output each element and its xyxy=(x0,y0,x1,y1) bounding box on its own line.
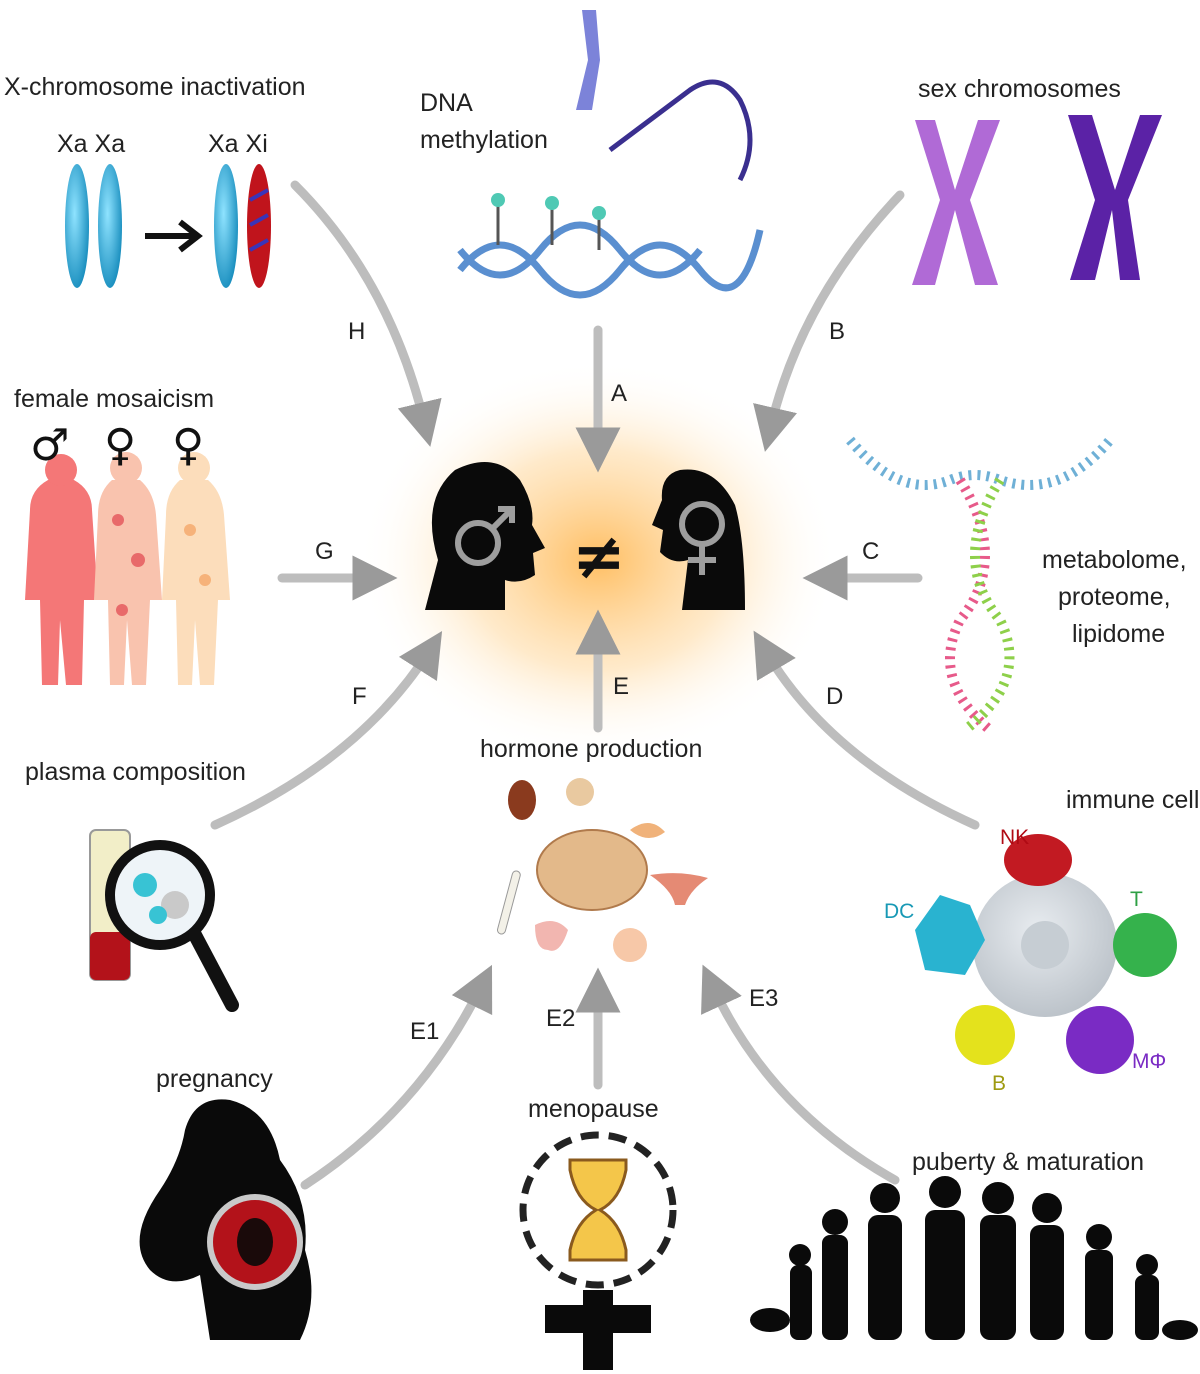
female-cross-horizontal xyxy=(545,1305,651,1333)
female-symbol-cross xyxy=(688,544,716,575)
immune-title: immune cells xyxy=(1066,786,1200,814)
arrow-label-g: G xyxy=(315,538,334,565)
hourglass-icon xyxy=(568,1158,628,1262)
arrow-b xyxy=(753,190,905,452)
xa-xa-label: Xa Xa xyxy=(57,130,126,158)
kidney xyxy=(508,780,536,820)
breast xyxy=(613,928,647,962)
omics-line3: lipidome xyxy=(1072,620,1166,648)
arrow-label-a: A xyxy=(611,380,628,407)
menopause-title: menopause xyxy=(528,1095,659,1123)
pancreas xyxy=(630,822,665,839)
arrow-label-c: C xyxy=(862,538,880,565)
sex-chromosomes-title: sex chromosomes xyxy=(918,75,1121,103)
pregnancy-title: pregnancy xyxy=(156,1065,273,1093)
male-head-silhouette xyxy=(425,462,545,610)
hormone-title: hormone production xyxy=(480,735,703,763)
not-equal-sign: ≠ xyxy=(572,520,626,594)
uterus xyxy=(650,873,708,905)
dna-methylation-illustration xyxy=(457,10,764,299)
fetus xyxy=(237,1218,273,1266)
male-symbol-arrow xyxy=(489,506,515,532)
magnifier-lens xyxy=(105,840,215,950)
mosaic-female-symbol-1: ♀ xyxy=(104,420,137,471)
b-label: B xyxy=(992,1072,1007,1095)
female-mosaicism-illustration xyxy=(25,452,230,685)
puberty-illustration xyxy=(750,1176,1198,1340)
bone xyxy=(496,870,521,935)
x-inactivation-illustration xyxy=(65,164,271,288)
omics-line2: proteome, xyxy=(1058,583,1171,611)
x-inactivation-title: X-chromosome inactivation xyxy=(4,73,306,101)
arrow-label-f: F xyxy=(352,683,367,710)
arrow-label-e: E xyxy=(613,673,630,700)
mosaic-female-symbol-2: ♀ xyxy=(172,420,205,471)
female-figure-1 xyxy=(94,480,162,685)
arrow-label-e3: E3 xyxy=(749,985,779,1012)
magnifier-handle xyxy=(188,928,239,1012)
t-cell xyxy=(1113,913,1177,977)
arrow-label-d: D xyxy=(826,683,844,710)
dna-methylation-title-line1: DNA xyxy=(420,89,473,117)
omics-line1: metabolome, xyxy=(1042,546,1187,574)
male-symbol-circle xyxy=(455,520,501,566)
thyroid xyxy=(535,921,568,951)
dashed-ring xyxy=(519,1131,677,1289)
pregnancy-illustration xyxy=(139,1099,312,1340)
macrophage-cell xyxy=(1066,1006,1134,1074)
b-cell xyxy=(955,1005,1015,1065)
plasma-illustration xyxy=(89,829,239,1012)
brain xyxy=(536,829,648,911)
arrow-label-e1: E1 xyxy=(410,1018,440,1045)
arrow-e1 xyxy=(300,964,493,1190)
t-label: T xyxy=(1130,888,1143,911)
nk-label: NK xyxy=(1000,826,1030,849)
arrow-label-e2: E2 xyxy=(546,1005,576,1032)
female-figure-2 xyxy=(162,480,230,685)
plasma-title: plasma composition xyxy=(25,758,246,786)
nk-cell xyxy=(1004,834,1072,886)
sex-chromosomes-illustration xyxy=(912,115,1162,285)
menopause-illustration xyxy=(519,1131,677,1370)
mphi-label: MΦ xyxy=(1132,1050,1167,1073)
puberty-title: puberty & maturation xyxy=(912,1148,1145,1176)
immune-cells-illustration xyxy=(915,834,1177,1074)
arrows xyxy=(210,180,980,1190)
mosaic-male-symbol: ♂ xyxy=(30,420,70,471)
center-glow xyxy=(358,360,838,760)
female-mosaicism-title: female mosaicism xyxy=(14,385,215,413)
arrow-h xyxy=(290,180,442,447)
dc-label: DC xyxy=(884,900,915,923)
arrow-f xyxy=(210,631,443,830)
arrow-d xyxy=(753,630,980,830)
pituitary xyxy=(566,778,594,806)
dc-cell xyxy=(915,895,985,975)
arrow-e3 xyxy=(701,964,900,1185)
male-figure xyxy=(25,480,98,685)
arrow-right-icon xyxy=(145,219,203,253)
female-head-silhouette xyxy=(652,469,745,610)
xa-xi-label: Xa Xi xyxy=(208,130,268,158)
arrow-label-h: H xyxy=(348,318,366,345)
hormone-organs-illustration xyxy=(496,778,708,962)
arrow-label-b: B xyxy=(829,318,846,345)
dna-methylation-title-line2: methylation xyxy=(420,126,548,154)
